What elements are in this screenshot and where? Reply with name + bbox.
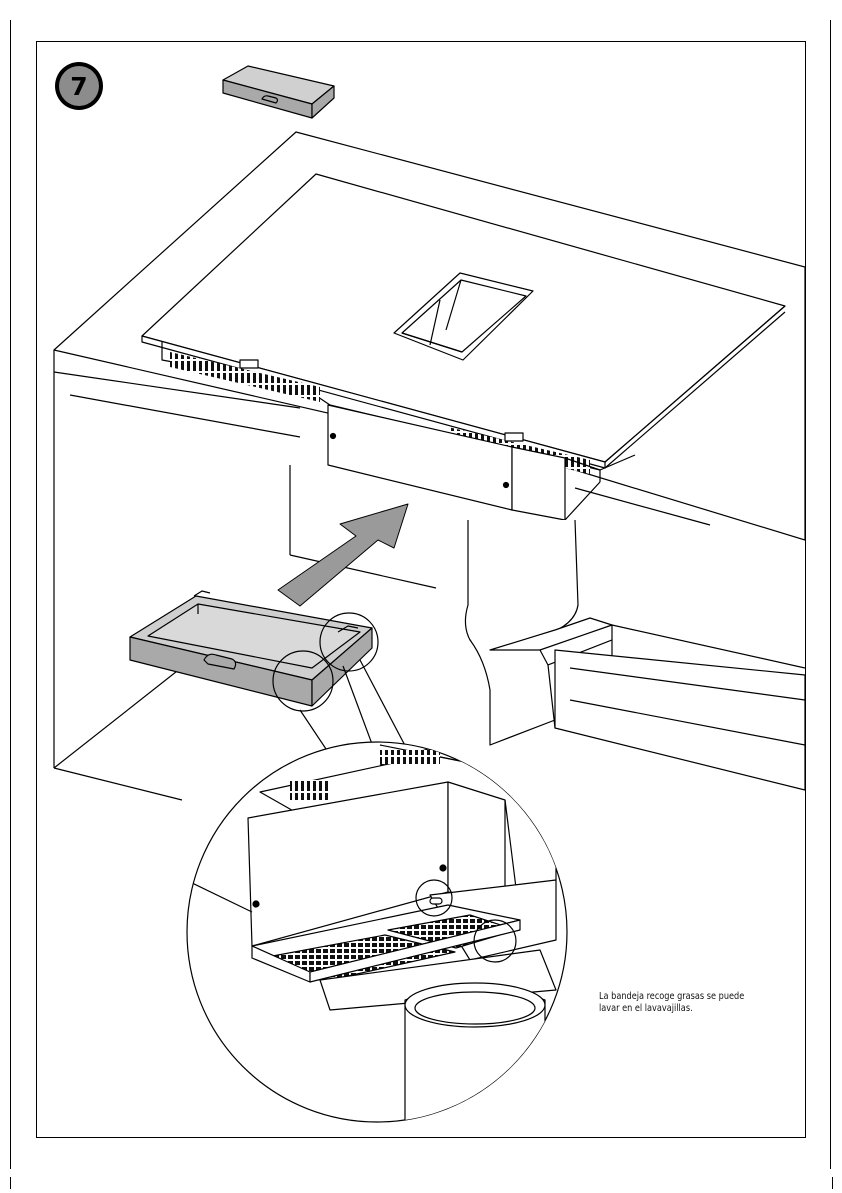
insert-direction-arrow-icon: [278, 504, 408, 606]
caption-line-2: lavar en el lavavajillas.: [599, 1003, 771, 1015]
grease-tray: [130, 591, 372, 706]
duct: [465, 520, 805, 790]
caption-line-1: La bandeja recoge grasas se puede: [599, 991, 771, 1003]
numbered-circle-icon: 7: [55, 62, 103, 110]
grease-tray-thumbnail: [223, 66, 334, 118]
step-number: 7: [70, 72, 87, 101]
caption: La bandeja recoge grasas se puede lavar …: [599, 991, 771, 1015]
